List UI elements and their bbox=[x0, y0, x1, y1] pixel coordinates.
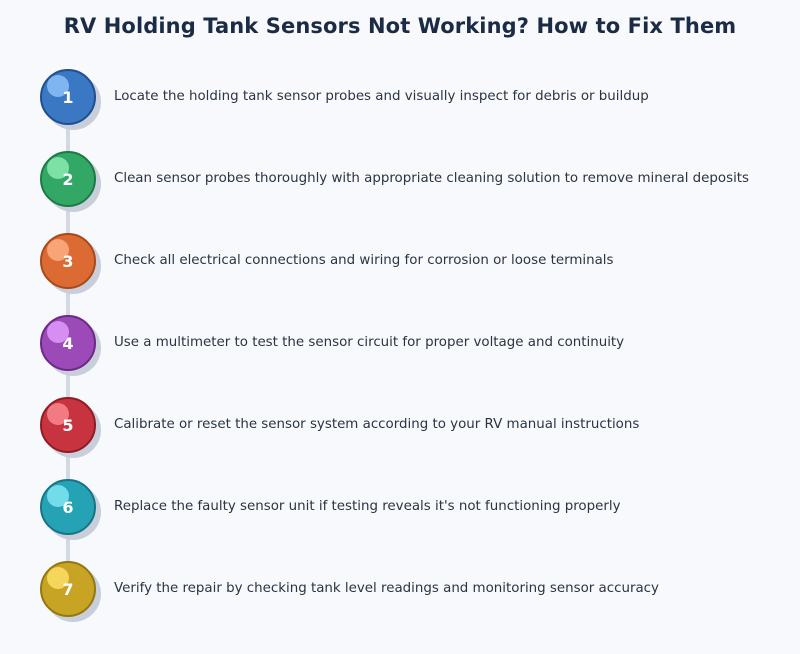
step-number: 4 bbox=[62, 334, 74, 353]
step-number: 5 bbox=[62, 416, 74, 435]
step-number: 6 bbox=[62, 498, 74, 517]
step-badge-highlight bbox=[47, 567, 69, 589]
step-number: 2 bbox=[62, 170, 74, 189]
step-number-badge bbox=[40, 397, 96, 453]
step-number-badge bbox=[40, 233, 96, 289]
step-text: Verify the repair by checking tank level… bbox=[114, 581, 659, 596]
page-title: RV Holding Tank Sensors Not Working? How… bbox=[63, 14, 737, 38]
step-badge-highlight bbox=[47, 157, 69, 179]
step-number-badge bbox=[40, 151, 96, 207]
step-text: Clean sensor probes thoroughly with appr… bbox=[114, 171, 750, 186]
step-item: 1 Locate the holding tank sensor probes a… bbox=[40, 69, 780, 130]
step-text: Calibrate or reset the sensor system acc… bbox=[114, 417, 640, 432]
step-item: 7 Verify the repair by checking tank leve… bbox=[40, 561, 780, 622]
step-badge-highlight bbox=[47, 239, 69, 261]
step-text: Replace the faulty sensor unit if testin… bbox=[114, 499, 621, 514]
step-item: 2 Clean sensor probes thoroughly with app… bbox=[40, 151, 780, 212]
step-text: Check all electrical connections and wir… bbox=[114, 253, 614, 268]
step-item: 3 Check all electrical connections and wi… bbox=[40, 233, 780, 294]
step-item: 5 Calibrate or reset the sensor system ac… bbox=[40, 397, 780, 458]
step-item: 4 Use a multimeter to test the sensor cir… bbox=[40, 315, 780, 376]
step-badge-highlight bbox=[47, 485, 69, 507]
step-number: 3 bbox=[62, 252, 74, 271]
step-number-badge bbox=[40, 315, 96, 371]
step-badge-highlight bbox=[47, 403, 69, 425]
step-text: Use a multimeter to test the sensor circ… bbox=[114, 335, 625, 350]
step-text: Locate the holding tank sensor probes an… bbox=[114, 89, 649, 104]
step-badge-highlight bbox=[47, 321, 69, 343]
step-number: 7 bbox=[62, 580, 74, 599]
step-item: 6 Replace the faulty sensor unit if testi… bbox=[40, 479, 780, 540]
step-badge-highlight bbox=[47, 75, 69, 97]
step-number-badge bbox=[40, 561, 96, 617]
step-number-badge bbox=[40, 479, 96, 535]
step-number: 1 bbox=[62, 88, 74, 107]
step-number-badge bbox=[40, 69, 96, 125]
